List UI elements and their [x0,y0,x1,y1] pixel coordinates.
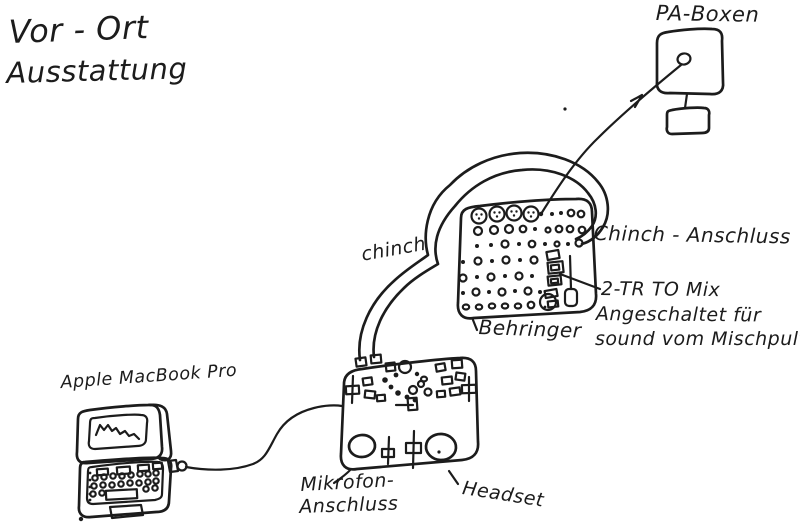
chinch-output-knob [574,238,584,248]
two-track-pointer-line [558,272,602,291]
mic-port-label-line2: Anschluss [298,492,399,518]
behringer-mixer-drawing [456,197,598,320]
laptop-connector [166,458,188,474]
two-track-connectors [543,248,565,309]
headset-pointer-line [447,469,460,486]
laptop-drawing [75,403,188,522]
xlr-inputs [470,204,540,225]
keyboard-keys [88,461,164,502]
pa-speaker-label: PA-Boxen [655,1,760,27]
chinch-port-label: Chinch - Anschluss [593,221,792,249]
mixer-fader [563,254,579,308]
behringer-label: Behringer [478,315,582,343]
pa-cable-line [538,63,683,217]
mic-pointer-line [332,467,353,485]
mixer-note-line2: Angeschaltet für [595,303,762,327]
laptop-cable-drawing [184,404,344,471]
pa-speaker-drawing [655,27,725,136]
trackpad [108,503,145,520]
xlr-pins [475,210,535,220]
audio-interface-drawing [339,356,480,471]
waveform-squiggle [94,423,141,441]
mixer-note-line3: sound vom Mischpult [595,328,800,350]
interface-controls [344,358,478,470]
chinch-cable-drawing [354,151,610,368]
mixer-note-line1: 2-TR TO Mix [600,278,721,302]
page-title-line1: Vor - Ort [7,8,150,51]
page-title-line2: Ausstattung [5,51,188,90]
behringer-tick [471,318,479,332]
mixer-knobs [458,208,587,312]
